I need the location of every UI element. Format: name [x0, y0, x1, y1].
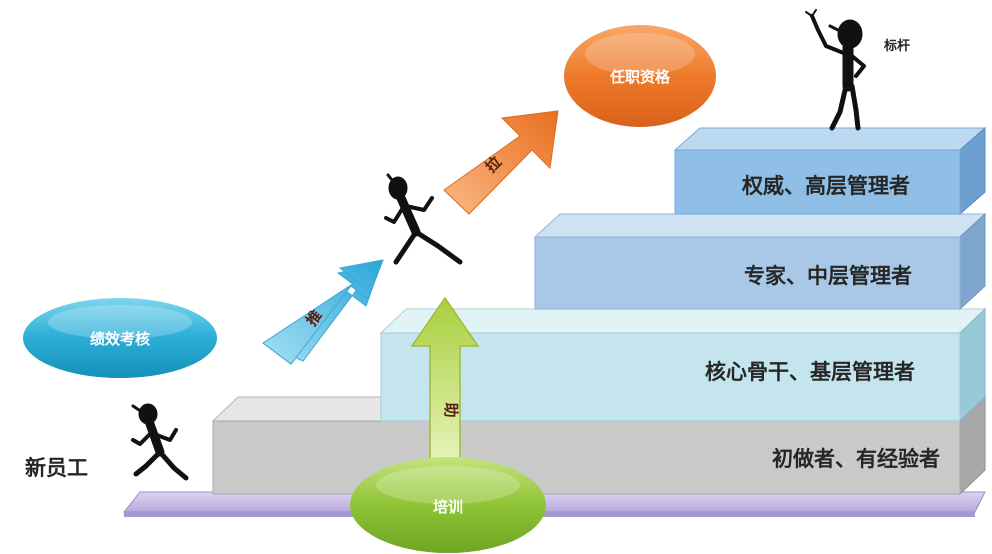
training-oval-label: 培训 [433, 498, 463, 516]
step-2-label: 核心骨干、基层管理者 [705, 360, 915, 384]
step-2: 核心骨干、基层管理者 [379, 307, 987, 423]
qualification-oval-label: 任职资格 [609, 68, 671, 86]
training-oval: 培训 [350, 457, 546, 553]
push-arrow: 推 [262, 259, 384, 365]
qualification-oval: 任职资格 [564, 25, 716, 127]
performance-oval-label: 绩效考核 [90, 330, 150, 348]
pull-arrow: 拉 [443, 110, 559, 215]
step-4-label: 权威、高层管理者 [741, 174, 910, 198]
step-3-label: 专家、中层管理者 [744, 264, 912, 288]
performance-oval: 绩效考核 [23, 298, 217, 378]
help-arrow-label: 助 [442, 402, 460, 417]
new-employee-label: 新员工 [25, 456, 88, 480]
runner-figure [384, 173, 463, 265]
base-plate [122, 491, 986, 517]
step-3: 专家、中层管理者 [533, 212, 987, 311]
new-employee-figure [131, 403, 189, 481]
benchmark-figure [805, 9, 866, 131]
step-1-label: 初做者、有经验者 [772, 447, 940, 471]
step-4: 权威、高层管理者 [673, 126, 987, 216]
benchmark-label: 标杆 [883, 38, 910, 54]
help-arrow: 助 [410, 296, 480, 463]
